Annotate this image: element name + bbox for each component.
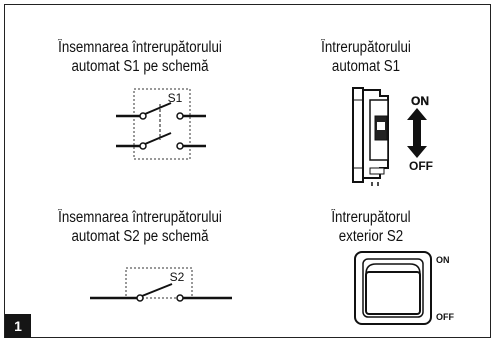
caption-line: exterior S2 xyxy=(338,228,404,245)
caption-line: Întrerupătorul xyxy=(331,209,411,226)
contact-terminal xyxy=(139,142,147,150)
dashed-enclosure xyxy=(125,267,193,299)
dashed-enclosure xyxy=(133,88,191,160)
caption-line: Întrerupătorului xyxy=(321,39,411,56)
caption-line: Însemnarea întrerupătorului xyxy=(58,209,222,226)
caption-line: automat S1 pe schemă xyxy=(71,58,209,75)
on-label: ON xyxy=(411,94,429,108)
off-label: OFF xyxy=(409,159,433,173)
off-label: OFF xyxy=(436,312,454,322)
figure-frame xyxy=(4,4,491,338)
switch-symbol-caption: Însemnarea întrerupătorului automat S2 p… xyxy=(54,208,226,246)
switch-symbol-label: S2 xyxy=(170,270,185,284)
double-arrow-icon xyxy=(407,108,427,158)
caption-line: Însemnarea întrerupătorului xyxy=(58,39,222,56)
switch-device-caption: Întrerupătorul exterior S2 xyxy=(324,208,419,246)
breaker-device-caption: Întrerupătorului automat S1 xyxy=(314,38,417,76)
contact-terminal xyxy=(136,294,144,302)
breaker-symbol-caption: Însemnarea întrerupătorului automat S1 p… xyxy=(54,38,226,76)
on-label: ON xyxy=(436,255,450,265)
contact-terminal xyxy=(139,112,147,120)
caption-line: automat S2 pe schemă xyxy=(71,228,209,245)
breaker-symbol-label: S1 xyxy=(168,91,183,105)
figure-number-badge: 1 xyxy=(5,314,31,338)
caption-line: automat S1 xyxy=(331,58,401,75)
